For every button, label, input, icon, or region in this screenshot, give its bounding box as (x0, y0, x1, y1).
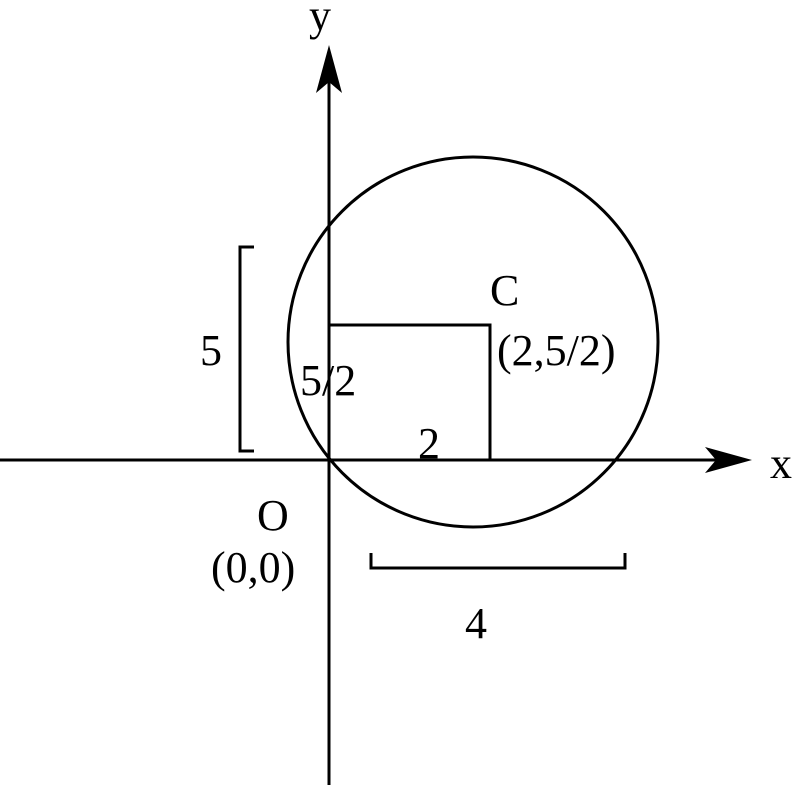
x-axis-label: x (770, 439, 792, 488)
y-axis-label: y (309, 0, 331, 40)
x-axis-arrow-icon (705, 447, 752, 473)
center-coords: (2,5/2) (497, 326, 616, 375)
horizontal-bracket (369, 553, 627, 570)
half-horizontal-label: 2 (418, 419, 440, 468)
half-vertical-label: 5/2 (300, 356, 356, 405)
vertical-diameter-label: 5 (200, 326, 222, 375)
chord-length-label: 4 (465, 599, 487, 648)
center-label: C (490, 266, 519, 315)
origin-label: O (257, 491, 289, 540)
vertical-bracket (238, 245, 254, 453)
origin-coords: (0,0) (211, 543, 295, 592)
circle (286, 155, 660, 529)
y-axis-arrow-icon (316, 45, 342, 93)
center-projection-lines (329, 323, 492, 460)
